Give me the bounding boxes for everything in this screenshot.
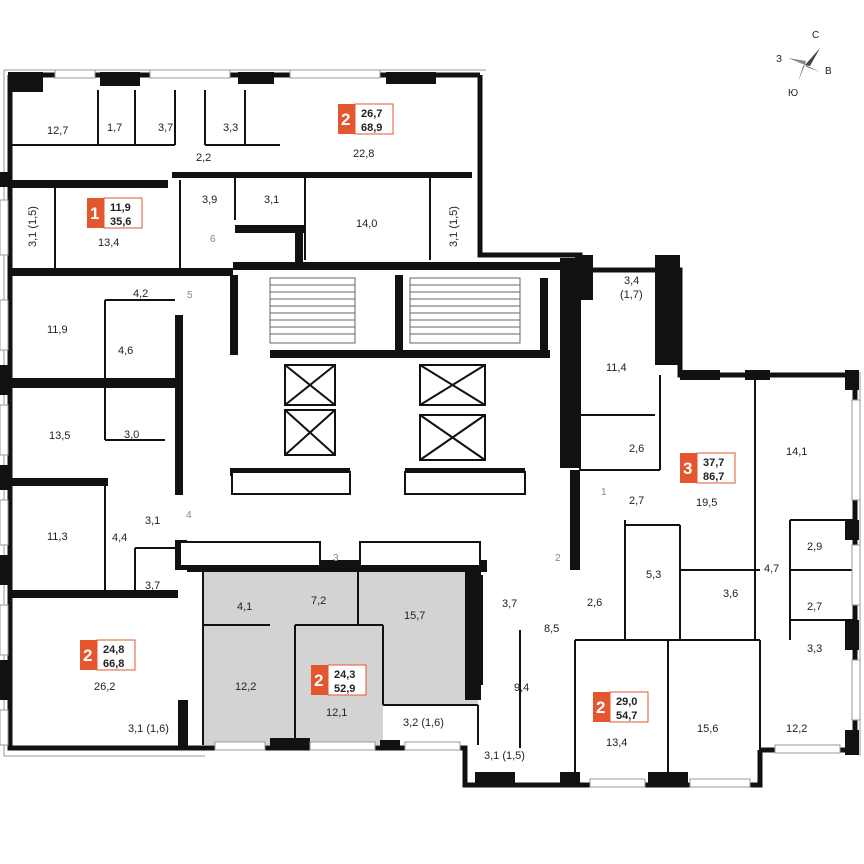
room-area: 5,3 — [646, 569, 661, 581]
svg-text:68,9: 68,9 — [361, 122, 382, 134]
highlighted-apartment-fill — [203, 570, 478, 745]
apartment-badge: 2 24,3 52,9 — [311, 664, 367, 696]
room-area: 19,5 — [696, 497, 717, 509]
room-area: 3,6 — [723, 588, 738, 600]
svg-text:54,7: 54,7 — [616, 710, 637, 722]
room-area: 2,7 — [807, 601, 822, 613]
room-area: 12,1 — [326, 707, 347, 719]
room-area: 12,2 — [786, 723, 807, 735]
svg-text:3: 3 — [683, 459, 692, 478]
room-area: 5 — [187, 290, 193, 301]
svg-text:2: 2 — [341, 110, 350, 129]
room-area: 1 — [601, 487, 607, 498]
svg-text:2: 2 — [314, 671, 323, 690]
compass-south: Ю — [788, 88, 798, 99]
room-area: 3,3 — [223, 122, 238, 134]
room-area: 4,2 — [133, 288, 148, 300]
svg-text:29,0: 29,0 — [616, 696, 637, 708]
apartment-badge: 3 37,7 86,7 — [680, 452, 736, 484]
svg-text:2: 2 — [596, 698, 605, 717]
room-area: 2,6 — [629, 443, 644, 455]
room-area: 12,2 — [235, 681, 256, 693]
room-area: 3,1 (1,6) — [128, 723, 169, 735]
staircase-left — [269, 277, 356, 344]
svg-text:2: 2 — [83, 646, 92, 665]
room-area: 7,2 — [311, 595, 326, 607]
svg-text:35,6: 35,6 — [110, 216, 131, 228]
room-area: 2,7 — [629, 495, 644, 507]
room-labels: 12,7 1,7 3,7 3,3 22,8 2,2 3,9 3,1 14,0 3… — [27, 122, 822, 762]
room-area: 4,7 — [764, 563, 779, 575]
room-area: 11,3 — [47, 531, 68, 543]
room-area: 2,2 — [196, 152, 211, 164]
room-area: 15,7 — [404, 610, 425, 622]
elevator-shafts — [284, 364, 486, 461]
room-area: 3,2 (1,6) — [403, 717, 444, 729]
apartment-badge: 2 26,7 68,9 — [338, 103, 394, 135]
room-area: 3,0 — [124, 429, 139, 441]
room-area: 3,7 — [502, 598, 517, 610]
room-area: (1,7) — [620, 289, 643, 301]
room-area: 4 — [186, 510, 192, 521]
compass-east: В — [825, 66, 832, 77]
room-area: 14,1 — [786, 446, 807, 458]
room-area: 2,9 — [807, 541, 822, 553]
wall-blocks — [0, 72, 859, 784]
svg-text:26,7: 26,7 — [361, 108, 382, 120]
room-area: 2,6 — [587, 597, 602, 609]
compass-west: З — [776, 54, 782, 65]
svg-text:52,9: 52,9 — [334, 683, 355, 695]
staircase-right — [409, 277, 521, 344]
room-area: 26,2 — [94, 681, 115, 693]
room-area: 3,1 — [145, 515, 160, 527]
room-area: 9,4 — [514, 682, 529, 694]
room-area: 11,4 — [606, 362, 627, 374]
room-area: 4,4 — [112, 532, 127, 544]
storage-rows — [179, 471, 526, 567]
room-area: 13,5 — [49, 430, 70, 442]
svg-text:1: 1 — [90, 204, 99, 223]
room-area: 12,7 — [47, 125, 68, 137]
apartment-badge: 2 29,0 54,7 — [593, 691, 649, 723]
room-area: 3,9 — [202, 194, 217, 206]
apartment-badge: 2 24,8 66,8 — [80, 639, 136, 671]
room-area: 22,8 — [353, 148, 374, 160]
room-area: 3,1 (1,5) — [448, 206, 460, 247]
svg-text:11,9: 11,9 — [110, 202, 131, 214]
room-area: 3,1 (1,5) — [27, 206, 39, 247]
room-area: 13,4 — [606, 737, 627, 749]
apartment-badge: 1 11,9 35,6 — [87, 197, 143, 229]
compass-north: С — [812, 30, 819, 41]
svg-text:37,7: 37,7 — [703, 457, 724, 469]
room-area: 1,7 — [107, 122, 122, 134]
room-area: 3,7 — [145, 580, 160, 592]
room-area: 11,9 — [47, 324, 68, 336]
room-area: 8,5 — [544, 623, 559, 635]
room-area: 15,6 — [697, 723, 718, 735]
svg-text:86,7: 86,7 — [703, 471, 724, 483]
svg-text:66,8: 66,8 — [103, 658, 124, 670]
room-area: 3,4 — [624, 275, 639, 287]
svg-text:24,8: 24,8 — [103, 644, 124, 656]
room-area: 4,1 — [237, 601, 252, 613]
room-area: 3,3 — [807, 643, 822, 655]
room-area: 3,1 — [264, 194, 279, 206]
room-area: 14,0 — [356, 218, 377, 230]
room-area: 6 — [210, 234, 216, 245]
room-area: 3 — [333, 553, 339, 564]
room-area: 3,7 — [158, 122, 173, 134]
svg-text:24,3: 24,3 — [334, 669, 355, 681]
windows — [0, 69, 861, 788]
room-area: 2 — [555, 553, 561, 564]
room-area: 4,6 — [118, 345, 133, 357]
compass-rose-icon — [788, 48, 820, 82]
inner-walls — [10, 90, 855, 785]
room-area: 13,4 — [98, 237, 119, 249]
room-area: 3,1 (1,5) — [484, 750, 525, 762]
